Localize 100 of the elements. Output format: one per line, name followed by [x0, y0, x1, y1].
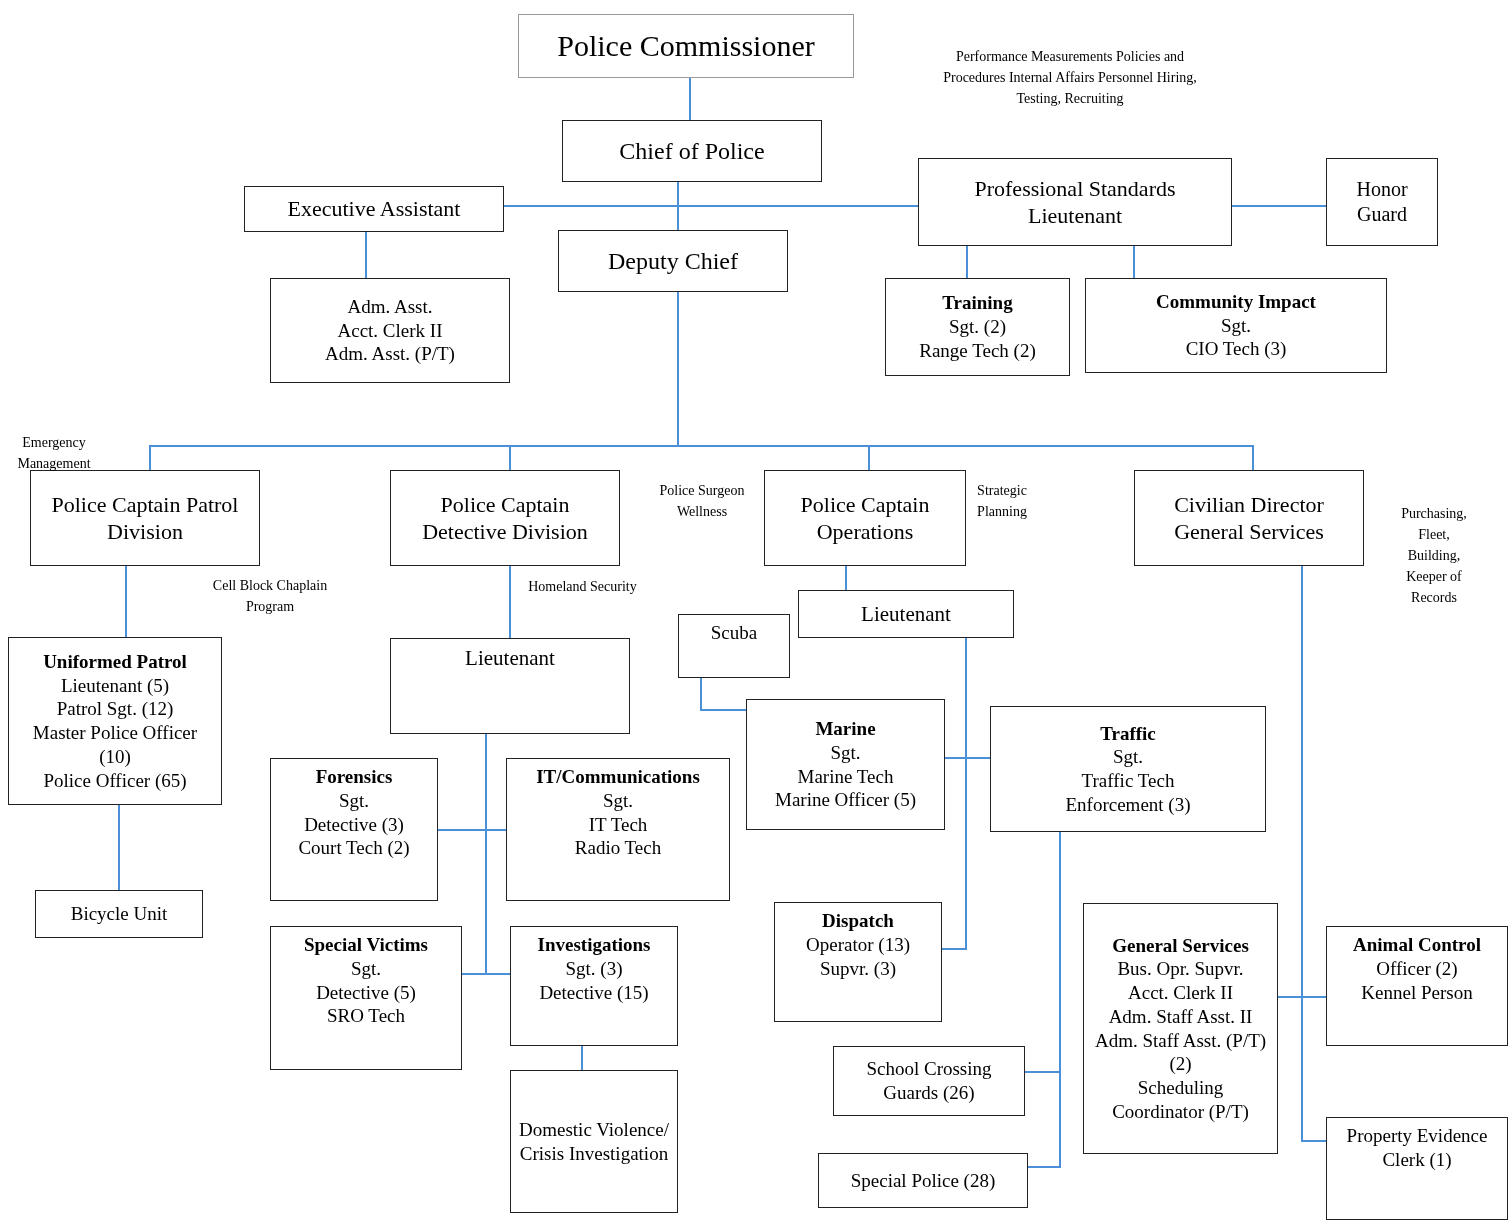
unit-heading: Forensics	[315, 765, 393, 789]
org-box	[678, 614, 790, 678]
role-text: Adm. Staff Asst. II	[1108, 1004, 1253, 1029]
org-box	[270, 758, 438, 901]
role-text: Marine Officer (5)	[775, 788, 916, 812]
role-text: Police Officer (65)	[43, 768, 187, 793]
org-box	[270, 926, 462, 1070]
role-text: Executive Assistant	[287, 195, 461, 223]
role-text: Range Tech (2)	[919, 338, 1036, 363]
role-text: IT Tech	[588, 812, 648, 837]
role-text: Scuba	[710, 621, 758, 645]
role-text: Operator (13)	[806, 932, 910, 957]
org-box	[990, 706, 1266, 832]
org-box	[244, 186, 504, 232]
role-text: Sgt. (3)	[565, 956, 623, 981]
note-text: Police Surgeon Wellness	[658, 482, 746, 521]
unit-heading: Marine	[815, 717, 876, 741]
connector-line	[700, 677, 747, 711]
connector-line	[485, 733, 511, 975]
unit-heading: Uniformed Patrol	[43, 649, 187, 674]
org-box	[746, 699, 945, 830]
org-box	[1085, 278, 1387, 373]
unit-heading: Animal Control	[1353, 933, 1481, 957]
connector-line	[941, 637, 967, 950]
role-text: SRO Tech	[327, 1004, 405, 1028]
org-box	[8, 637, 222, 805]
role-text: CIO Tech (3)	[1185, 337, 1287, 362]
connector-line	[1133, 245, 1135, 279]
org-box	[1134, 470, 1364, 566]
role-text: Sgt.	[830, 740, 861, 765]
connector-line	[509, 565, 511, 639]
role-text: Patrol Sgt. (12)	[56, 697, 174, 721]
org-box	[390, 638, 630, 734]
role-text: Acct. Clerk II	[1128, 981, 1233, 1005]
role-text: Court Tech (2)	[298, 836, 410, 860]
role-text: Sgt.	[1220, 313, 1252, 338]
note-text: Homeland Security	[527, 578, 638, 596]
org-box	[833, 1046, 1025, 1116]
connector-line	[365, 231, 367, 279]
org-box	[1326, 926, 1508, 1046]
role-text: Radio Tech	[574, 836, 662, 860]
org-box	[510, 1070, 678, 1213]
role-text: Property Evidence Clerk (1)	[1345, 1124, 1489, 1172]
role-text: Sgt. (2)	[949, 315, 1006, 339]
connector-line	[677, 181, 919, 207]
org-box	[774, 902, 942, 1022]
role-text: School Crossing Guards (26)	[865, 1057, 993, 1105]
role-text: Civilian Director General Services	[1173, 490, 1325, 546]
role-text: Scheduling Coordinator (P/T)	[1111, 1076, 1250, 1124]
role-text: Domestic Violence/ Crisis Investigation	[518, 1117, 670, 1166]
unit-heading: Training	[942, 291, 1013, 316]
unit-heading: Community Impact	[1156, 289, 1316, 314]
connector-line	[125, 565, 127, 638]
org-box	[518, 14, 854, 78]
role-text: Honor Guard	[1355, 177, 1409, 227]
note-text: Strategic Planning	[976, 482, 1028, 521]
org-box	[818, 1153, 1028, 1208]
org-box	[1083, 903, 1278, 1154]
role-text: Police Captain Detective Division	[421, 490, 589, 546]
unit-heading: Dispatch	[822, 909, 894, 933]
connector-line	[966, 245, 968, 279]
role-text: Sgt.	[338, 788, 370, 813]
role-text: Enforcement (3)	[1065, 792, 1191, 817]
role-text: Professional Standards Lieutenant	[973, 174, 1177, 230]
connector-line	[1027, 831, 1061, 1168]
org-box	[1326, 1117, 1508, 1220]
role-text: Acct. Clerk II	[337, 318, 443, 343]
org-box	[558, 230, 788, 292]
role-text: Special Police (28)	[850, 1168, 996, 1193]
role-text: Supvr. (3)	[820, 956, 896, 981]
org-box	[506, 758, 730, 901]
connector-line	[1231, 205, 1327, 207]
connector-line	[845, 565, 847, 591]
role-text: Lieutenant	[861, 600, 951, 628]
note-text: Cell Block Chaplain Program	[211, 577, 329, 616]
unit-heading: Investigations	[537, 933, 651, 957]
role-text: Deputy Chief	[608, 247, 738, 276]
connector-line	[689, 77, 691, 121]
note-text: Purchasing, Fleet, Building, Keeper of Records	[1400, 505, 1468, 607]
org-box	[270, 278, 510, 383]
role-text: Officer (2)	[1376, 956, 1458, 981]
org-box	[1326, 158, 1438, 246]
role-text: Kennel Person	[1361, 980, 1473, 1005]
role-text: Lieutenant (5)	[60, 673, 170, 698]
role-text: Detective (3)	[304, 812, 404, 837]
note-text: Performance Measurements Policies and Procedures Internal Affairs Personnel Hiring, Testing, Recruiting	[942, 48, 1198, 108]
role-text: Sgt.	[602, 788, 634, 813]
role-text: Adm. Staff Asst. (P/T) (2)	[1093, 1028, 1268, 1076]
role-text: Detective (15)	[539, 980, 649, 1005]
role-text: Master Police Officer (10)	[31, 721, 199, 769]
role-text: Sgt.	[1112, 745, 1144, 769]
org-box	[30, 470, 260, 566]
role-text: Detective (5)	[316, 980, 416, 1005]
unit-heading: General Services	[1112, 933, 1249, 958]
role-text: Sgt.	[350, 956, 382, 981]
org-box	[885, 278, 1070, 376]
connector-line	[581, 1045, 583, 1071]
unit-heading: Special Victims	[304, 933, 428, 957]
role-text: Police Commissioner	[557, 28, 815, 65]
org-box	[510, 926, 678, 1046]
